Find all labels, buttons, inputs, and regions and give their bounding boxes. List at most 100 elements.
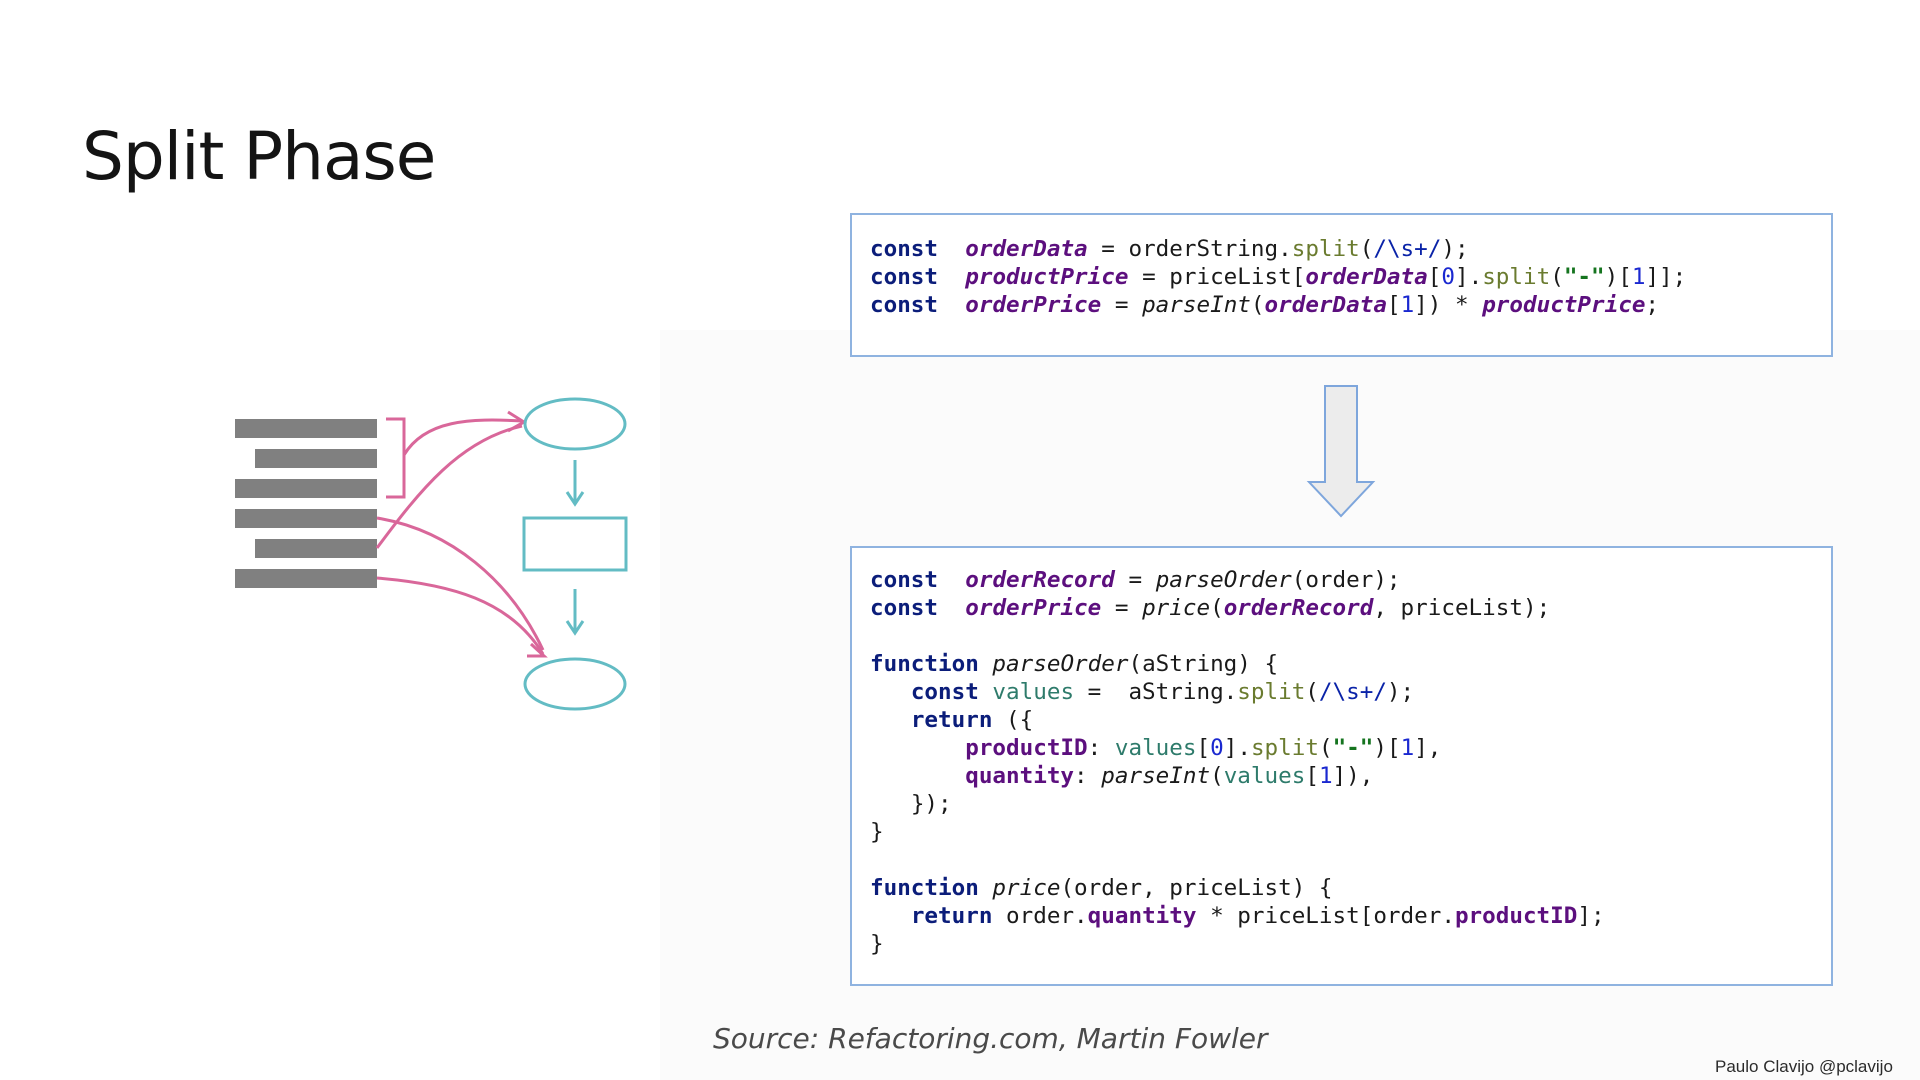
code-token: * priceList[order. — [1196, 903, 1455, 929]
code-after: const orderRecord = parseOrder(order);co… — [870, 566, 1605, 958]
code-token: } — [870, 931, 884, 957]
code-token — [870, 763, 965, 789]
code-token: ( — [1210, 595, 1224, 621]
text-line-1 — [235, 419, 377, 438]
code-token: const — [870, 264, 939, 290]
code-token: orderData — [965, 236, 1088, 262]
code-token: orderData — [1264, 292, 1387, 318]
text-line-2 — [255, 449, 377, 468]
code-token: 1 — [1400, 292, 1415, 318]
after-line — [870, 622, 1605, 650]
code-token: split — [1482, 264, 1551, 290]
code-token — [870, 735, 965, 761]
code-token — [870, 791, 911, 817]
code-token: , priceList); — [1373, 595, 1551, 621]
code-token: ({ — [992, 707, 1034, 733]
code-token: orderPrice — [965, 292, 1102, 318]
code-token: 1 — [1400, 735, 1415, 761]
code-token: const — [910, 679, 979, 705]
code-token: ]]; — [1645, 264, 1687, 290]
after-line: const orderRecord = parseOrder(order); — [870, 566, 1605, 594]
code-token: )[ — [1604, 264, 1632, 290]
code-token: ], — [1414, 735, 1442, 761]
code-token: values — [1114, 735, 1197, 761]
code-token: productPrice — [1482, 292, 1646, 318]
code-token: ]), — [1332, 763, 1374, 789]
code-token: ]. — [1223, 735, 1251, 761]
code-token: price — [1142, 595, 1211, 621]
middle-rect — [522, 516, 628, 572]
code-token: parseOrder — [978, 651, 1129, 677]
code-token: split — [1250, 735, 1319, 761]
code-token: = aString. — [1074, 679, 1238, 705]
code-token: return — [910, 707, 993, 733]
code-token: ; — [1645, 292, 1660, 318]
code-token: = priceList[ — [1128, 264, 1306, 290]
code-token: }); — [910, 791, 952, 817]
code-token: /\s+/ — [1373, 236, 1442, 262]
text-line-5 — [255, 539, 377, 558]
code-token: [ — [1305, 763, 1319, 789]
code-token: [ — [1427, 264, 1442, 290]
before-line: const orderData = orderString.split(/\s+… — [870, 235, 1686, 263]
bottom-ellipse — [523, 657, 627, 711]
code-token: = orderString. — [1087, 236, 1292, 262]
after-line: const orderPrice = price(orderRecord, pr… — [870, 594, 1605, 622]
code-token: "-" — [1332, 735, 1374, 761]
code-token: function — [870, 651, 979, 677]
code-token: values — [1223, 763, 1306, 789]
down-arrow-icon — [1306, 385, 1376, 518]
code-token: parseOrder — [1155, 567, 1292, 593]
code-token: : — [1087, 735, 1115, 761]
code-token: const — [870, 292, 939, 318]
code-token: parseInt — [1142, 292, 1251, 318]
code-token: /\s+/ — [1318, 679, 1387, 705]
code-token: : — [1074, 763, 1102, 789]
top-ellipse — [523, 397, 627, 451]
author-credit: Paulo Clavijo @pclavijo — [1715, 1057, 1893, 1076]
after-line: function parseOrder(aString) { — [870, 650, 1605, 678]
code-token: orderRecord — [965, 567, 1115, 593]
code-token: = — [1114, 567, 1156, 593]
code-token: productID — [1454, 903, 1578, 929]
text-line-3 — [235, 479, 377, 498]
arrow-bracket-to-top — [402, 418, 523, 456]
code-token — [938, 264, 965, 290]
code-token: ]. — [1454, 264, 1483, 290]
code-token — [938, 595, 965, 621]
code-token: 0 — [1210, 735, 1224, 761]
code-token: orderRecord — [1223, 595, 1374, 621]
code-token: parseInt — [1101, 763, 1211, 789]
code-token: const — [870, 236, 939, 262]
slide-title: Split Phase — [82, 118, 436, 195]
code-token: )[ — [1373, 735, 1401, 761]
code-token: [ — [1386, 292, 1401, 318]
source-citation: Source: Refactoring.com, Martin Fowler — [713, 1022, 1268, 1055]
code-token: productID — [965, 735, 1088, 761]
code-token: split — [1291, 236, 1360, 262]
code-token: = — [1101, 292, 1143, 318]
code-token: } — [870, 819, 884, 845]
code-token: ( — [1359, 236, 1374, 262]
after-line: }); — [870, 790, 1605, 818]
code-token — [938, 567, 965, 593]
code-token: ]; — [1577, 903, 1605, 929]
after-line: return ({ — [870, 706, 1605, 734]
code-token: const — [870, 595, 939, 621]
code-token: quantity — [1087, 903, 1197, 929]
code-token: price — [978, 875, 1061, 901]
code-token: const — [870, 567, 939, 593]
code-token: productPrice — [965, 264, 1129, 290]
code-token: orderPrice — [965, 595, 1102, 621]
code-token: ( — [1250, 292, 1265, 318]
arrow-line6-to-bottom — [376, 576, 545, 655]
after-line: const values = aString.split(/\s+/); — [870, 678, 1605, 706]
code-token: = — [1101, 595, 1143, 621]
text-line-6 — [235, 569, 377, 588]
bracket — [386, 417, 406, 499]
code-token: split — [1237, 679, 1306, 705]
after-line: function price(order, priceList) { — [870, 874, 1605, 902]
code-token: order. — [992, 903, 1088, 929]
code-token: ( — [1318, 735, 1333, 761]
code-token — [870, 903, 911, 929]
